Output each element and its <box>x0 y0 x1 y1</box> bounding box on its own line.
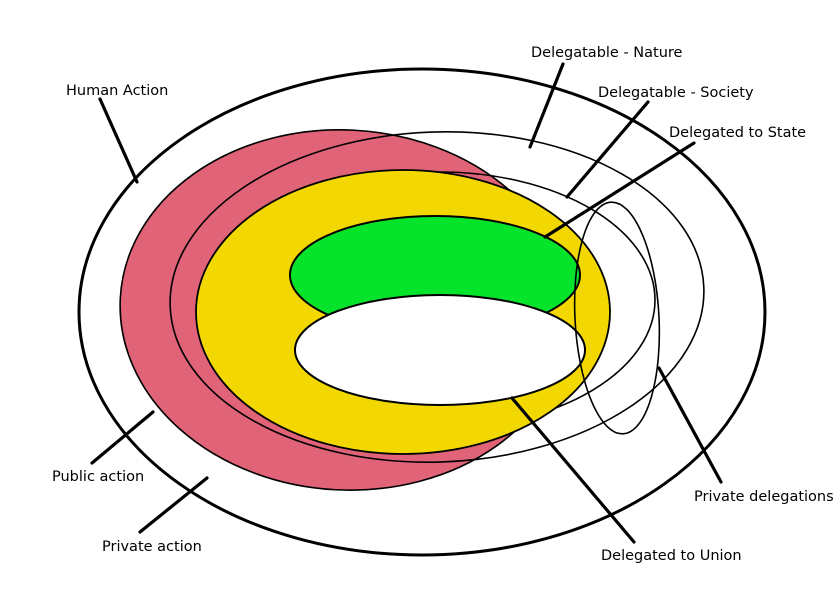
label-delegatable-society: Delegatable - Society <box>598 85 754 101</box>
leader-line-delegatable-society <box>565 100 650 199</box>
delegatable-nature-ellipse <box>169 131 705 463</box>
leader-line-delegated-union <box>510 396 636 544</box>
delegated-to-union-ellipse <box>294 294 586 406</box>
leader-lines <box>90 62 723 544</box>
label-delegated-union: Delegated to Union <box>601 548 742 564</box>
label-private-action: Private action <box>102 539 202 555</box>
leader-line-private-action <box>138 476 209 534</box>
diagram-labels: Human Action Delegatable - Nature Delega… <box>52 45 834 564</box>
leader-line-private-delegations <box>657 366 723 484</box>
label-private-delegations: Private delegations <box>694 489 834 505</box>
label-public-action: Public action <box>52 469 144 485</box>
leader-line-public-action <box>90 410 155 465</box>
private-delegations-ellipse <box>573 201 661 435</box>
label-delegated-state: Delegated to State <box>669 125 806 141</box>
label-human-action: Human Action <box>66 83 168 99</box>
leader-line-human-action <box>98 97 139 184</box>
leader-line-delegatable-nature <box>528 62 565 149</box>
label-delegatable-nature: Delegatable - Nature <box>531 45 683 61</box>
leader-line-delegated-state <box>543 141 696 239</box>
